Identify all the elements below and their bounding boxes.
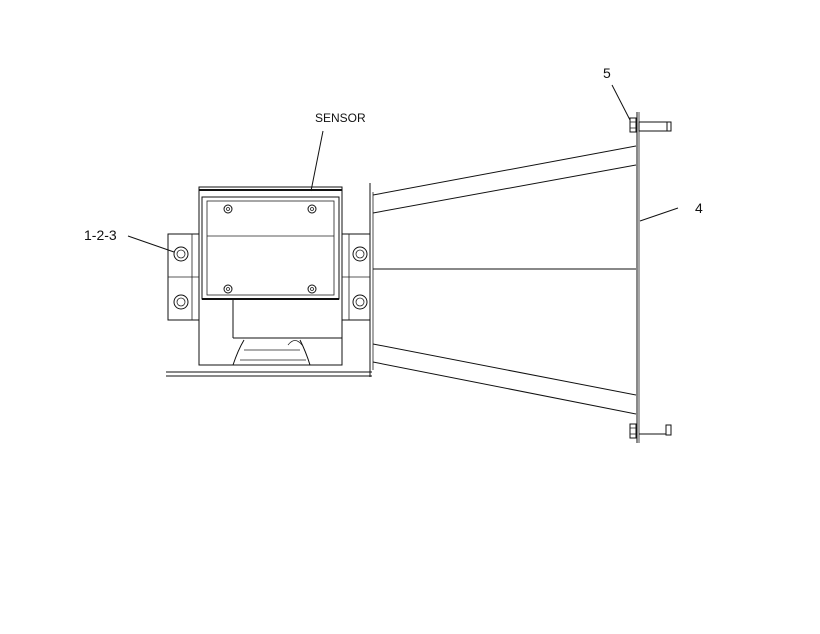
sensor-screws — [223, 204, 317, 294]
callout-5: 5 — [603, 65, 611, 81]
sensor-housing — [198, 186, 343, 366]
base-plate — [166, 371, 372, 377]
sensor-label: SENSOR — [315, 111, 366, 125]
frame-arms — [372, 145, 637, 415]
callout-4: 4 — [695, 200, 703, 216]
leader-lines — [127, 84, 679, 253]
right-clamp — [341, 233, 371, 321]
left-clamp — [167, 233, 200, 321]
top-bolt — [629, 117, 672, 133]
bottom-bolt — [629, 423, 672, 439]
mounting-plate — [636, 112, 640, 443]
callout-1-2-3: 1-2-3 — [84, 227, 117, 243]
